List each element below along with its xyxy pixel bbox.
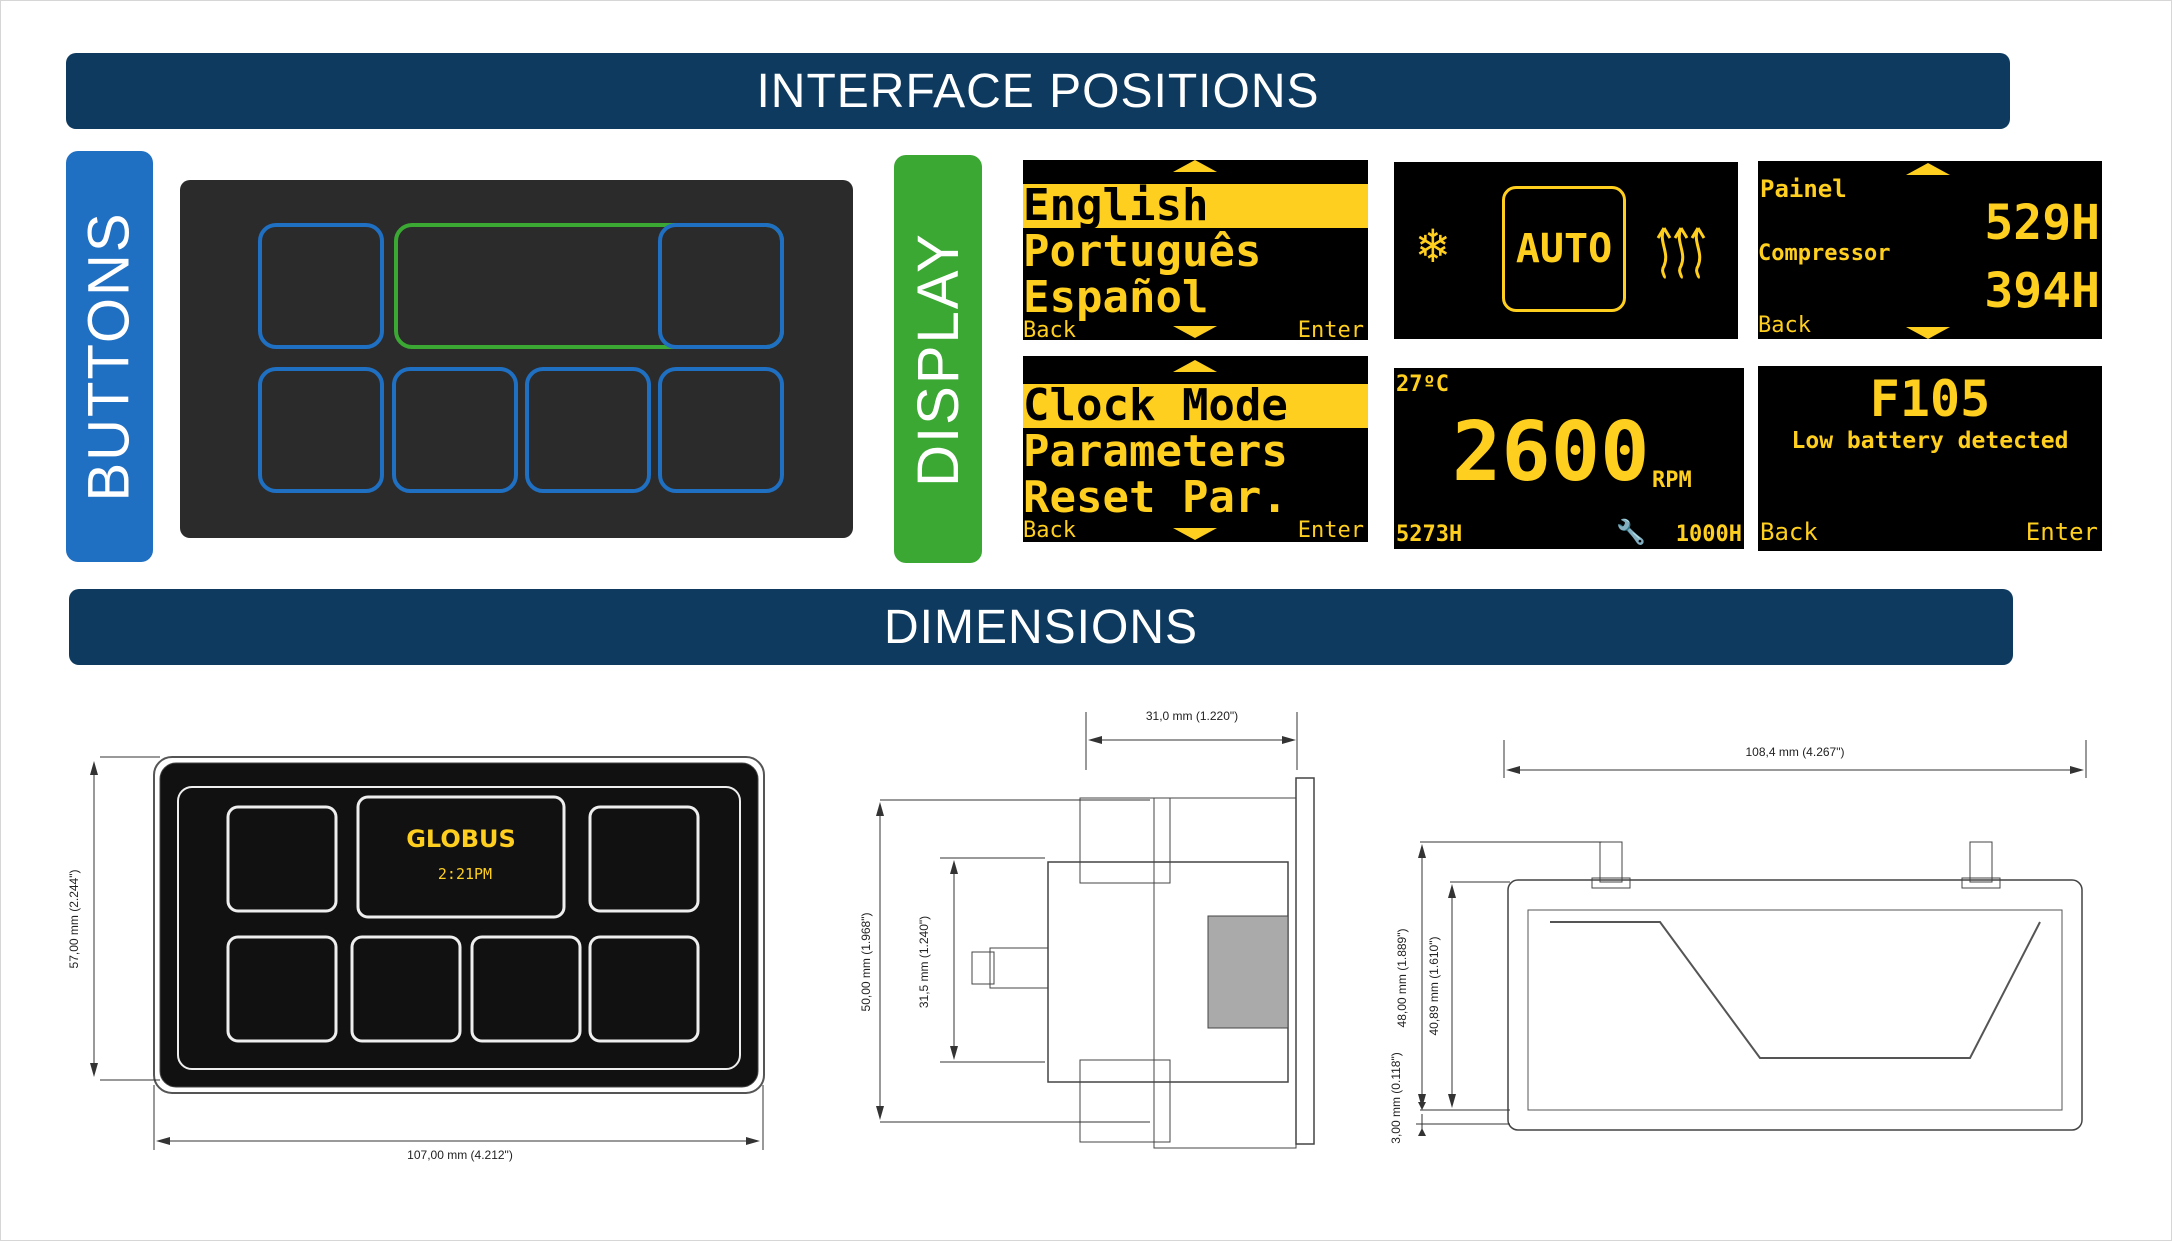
screen-main-menu: Clock Mode Parameters Reset Par. Back En… [1023,356,1368,542]
menu-item[interactable]: Português [1023,226,1262,277]
scroll-down-icon [1906,327,1950,339]
auto-mode-box[interactable]: AUTO [1502,186,1626,312]
top-height-dimension: 48,00 mm (1.889") [1395,929,1409,1028]
snowflake-icon: ❄ [1418,216,1449,274]
temperature-readout: 27ºC [1396,372,1449,397]
buttons-tab: BUTTONS [66,151,153,562]
back-label[interactable]: Back [1023,318,1076,340]
display-tab-label: DISPLAY [905,231,971,487]
menu-item[interactable]: Parameters [1023,426,1288,477]
heat-icon [1656,227,1706,280]
front-width-dimension: 107,00 mm (4.212") [407,1148,513,1162]
menu-item[interactable]: Reset Par. [1023,472,1288,523]
display-tab: DISPLAY [894,155,982,563]
scroll-down-icon [1173,528,1217,540]
hours-value-1: 529H [1984,195,2100,251]
button-top-right[interactable] [658,223,784,349]
scroll-down-icon [1173,326,1217,338]
front-view-drawing: GLOBUS 2:21PM 57,00 mm (2.244") 107,00 m… [67,756,765,1162]
button-bottom-2[interactable] [392,367,518,493]
buttons-tab-label: BUTTONS [77,211,143,502]
scroll-up-icon [1906,163,1950,175]
engine-hours: 5273H [1396,522,1463,547]
top-flange-dimension: 3,00 mm (0.118") [1389,1052,1403,1143]
menu-item[interactable]: Español [1023,272,1209,323]
top-view-drawing: 108,4 mm (4.267") 48,00 mm (1.889") 40,8… [1389,740,2087,1144]
screen-rpm: 27ºC 2600 RPM 5273H 🔧 1000H [1394,368,1744,549]
auto-mode-label: AUTO [1515,226,1613,272]
front-height-dimension: 57,00 mm (2.244") [67,870,81,969]
button-bottom-4[interactable] [658,367,784,493]
scroll-up-icon [1173,160,1217,172]
back-label[interactable]: Back [1023,518,1076,542]
dimensions-title: DIMENSIONS [883,600,1199,654]
enter-label[interactable]: Enter [2025,518,2098,546]
dimensions-banner: DIMENSIONS [69,589,2013,665]
hours-label-2: Compressor [1758,241,1891,266]
fault-code: F105 [1869,370,1991,428]
enter-label[interactable]: Enter [1297,518,1364,542]
button-bottom-1[interactable] [258,367,384,493]
screen-hours: Painel 529H Compressor 394H Back [1758,161,2102,339]
rpm-unit: RPM [1652,468,1692,493]
fault-message: Low battery detected [1791,428,2069,454]
clock-readout: 2:21PM [438,865,492,883]
screen-fault: F105 Low battery detected Back Enter [1758,366,2102,551]
menu-item-selected[interactable]: Clock Mode [1023,384,1368,428]
button-top-left[interactable] [258,223,384,349]
service-interval: 1000H [1675,522,1742,547]
screen-language-menu: English Português Español Back Enter [1023,160,1368,340]
wrench-icon: 🔧 [1616,518,1646,546]
hours-value-2: 394H [1984,263,2100,319]
enter-label[interactable]: Enter [1297,318,1364,340]
back-label[interactable]: Back [1760,518,1818,546]
brand-logo: GLOBUS [406,825,516,853]
side-view-drawing: 31,0 mm (1.220") 50,00 mm (1.968") 31,5 … [860,709,1315,1149]
interface-positions-banner: INTERFACE POSITIONS [66,53,2010,129]
screen-climate: ❄ AUTO [1394,162,1738,339]
side-inner-height-dimension: 31,5 mm (1.240") [917,916,931,1008]
interface-positions-title: INTERFACE POSITIONS [756,64,1320,118]
button-layout-panel [180,180,853,538]
scroll-up-icon [1173,360,1217,372]
menu-item-selected[interactable]: English [1023,184,1368,228]
top-body-height-dimension: 40,89 mm (1.610") [1427,937,1441,1036]
rpm-value: 2600 [1452,405,1650,500]
hours-label-1: Painel [1760,175,1847,203]
side-outer-height-dimension: 50,00 mm (1.968") [860,913,873,1012]
button-bottom-3[interactable] [525,367,651,493]
back-label[interactable]: Back [1758,313,1811,338]
side-depth-dimension: 31,0 mm (1.220") [1146,709,1238,723]
top-width-dimension: 108,4 mm (4.267") [1746,745,1845,759]
